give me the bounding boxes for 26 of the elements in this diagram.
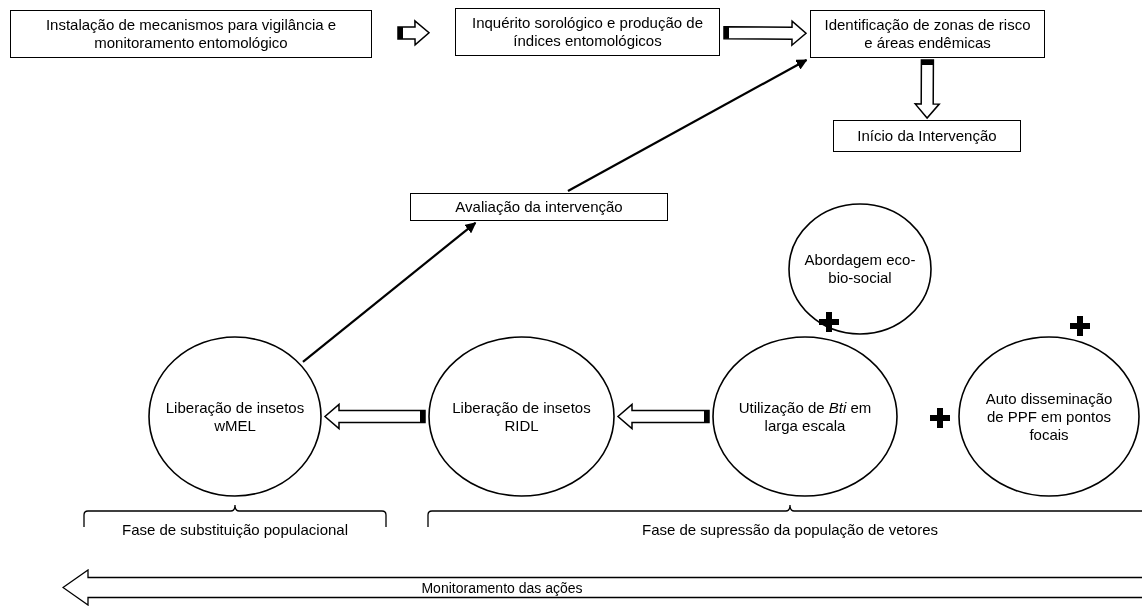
ellipse-node [712,336,898,497]
node-text: Identificação de zonas de risco e áreas endêmicas [823,16,1032,52]
node-text: Avaliação da intervenção [455,198,623,216]
ellipse-node [428,336,615,497]
node-text: Auto disseminação de PPF em pontos focais [984,389,1114,444]
ellipse-node [788,203,932,335]
node-text: Abordagem eco-bio-social [804,251,916,287]
arrow [567,58,808,193]
node-text: Liberação de insetos RIDL [451,398,592,435]
node-text: Início da Intervenção [857,127,997,145]
block-arrow-band [62,569,1142,606]
node-text: Liberação de insetos wMEL [164,398,306,435]
process-box [810,10,1045,58]
ellipse-node [958,336,1140,497]
process-box [410,193,668,221]
phase-label: Fase de supressão da população de vetores [642,521,938,539]
node-text: Inquérito sorológico e produção de índices entomológicos [471,14,704,50]
node-text: Instalação de mecanismos para vigilância e monitoramento entomológico [44,16,338,52]
process-box [455,8,720,56]
node-text: Utilização de Bti em larga escala [737,398,873,435]
process-box [10,10,372,58]
phase-label: Fase de substituição populacional [122,521,348,539]
node-text: Monitoramento das ações [421,578,583,597]
process-box [833,120,1021,152]
ellipse-node [148,336,322,497]
arrow [302,222,477,363]
